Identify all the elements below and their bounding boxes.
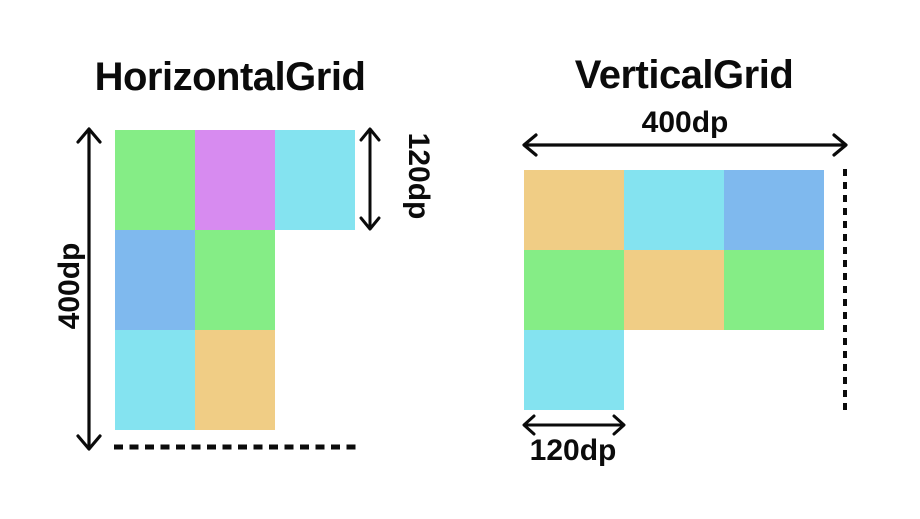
hgrid-item-size-arrow — [359, 127, 381, 231]
horizontal-grid — [115, 130, 355, 430]
vertical-grid-title: VerticalGrid — [574, 53, 794, 97]
grid-cell-r0c2-blue — [724, 170, 824, 250]
grid-cell-r0c1-magenta — [195, 130, 275, 230]
horizontal-grid-title: HorizontalGrid — [94, 55, 366, 99]
grid-cell-r1c0-blue — [115, 230, 195, 330]
vgrid-item-size-label: 120dp — [529, 434, 617, 467]
hgrid-height-label: 400dp — [53, 242, 86, 330]
vgrid-width-label: 400dp — [641, 106, 729, 139]
grid-cell-r2c0-cyan — [524, 330, 624, 410]
vgrid-item-size-arrow — [522, 414, 626, 436]
grid-cell-r0c2-cyan — [275, 130, 355, 230]
grid-cell-r1c1-green — [195, 230, 275, 330]
grid-cell-r2c0-cyan — [115, 330, 195, 430]
grid-cell-r1c2-green — [724, 250, 824, 330]
grid-cell-r1c0-green — [524, 250, 624, 330]
grid-cell-r0c0-orange — [524, 170, 624, 250]
grid-cell-r2c1-orange — [195, 330, 275, 430]
vertical-grid — [524, 170, 824, 410]
grid-cell-r0c0-green — [115, 130, 195, 230]
grid-cell-r1c1-orange — [624, 250, 724, 330]
grid-cell-r0c1-cyan — [624, 170, 724, 250]
hgrid-item-size-label: 120dp — [402, 132, 435, 220]
